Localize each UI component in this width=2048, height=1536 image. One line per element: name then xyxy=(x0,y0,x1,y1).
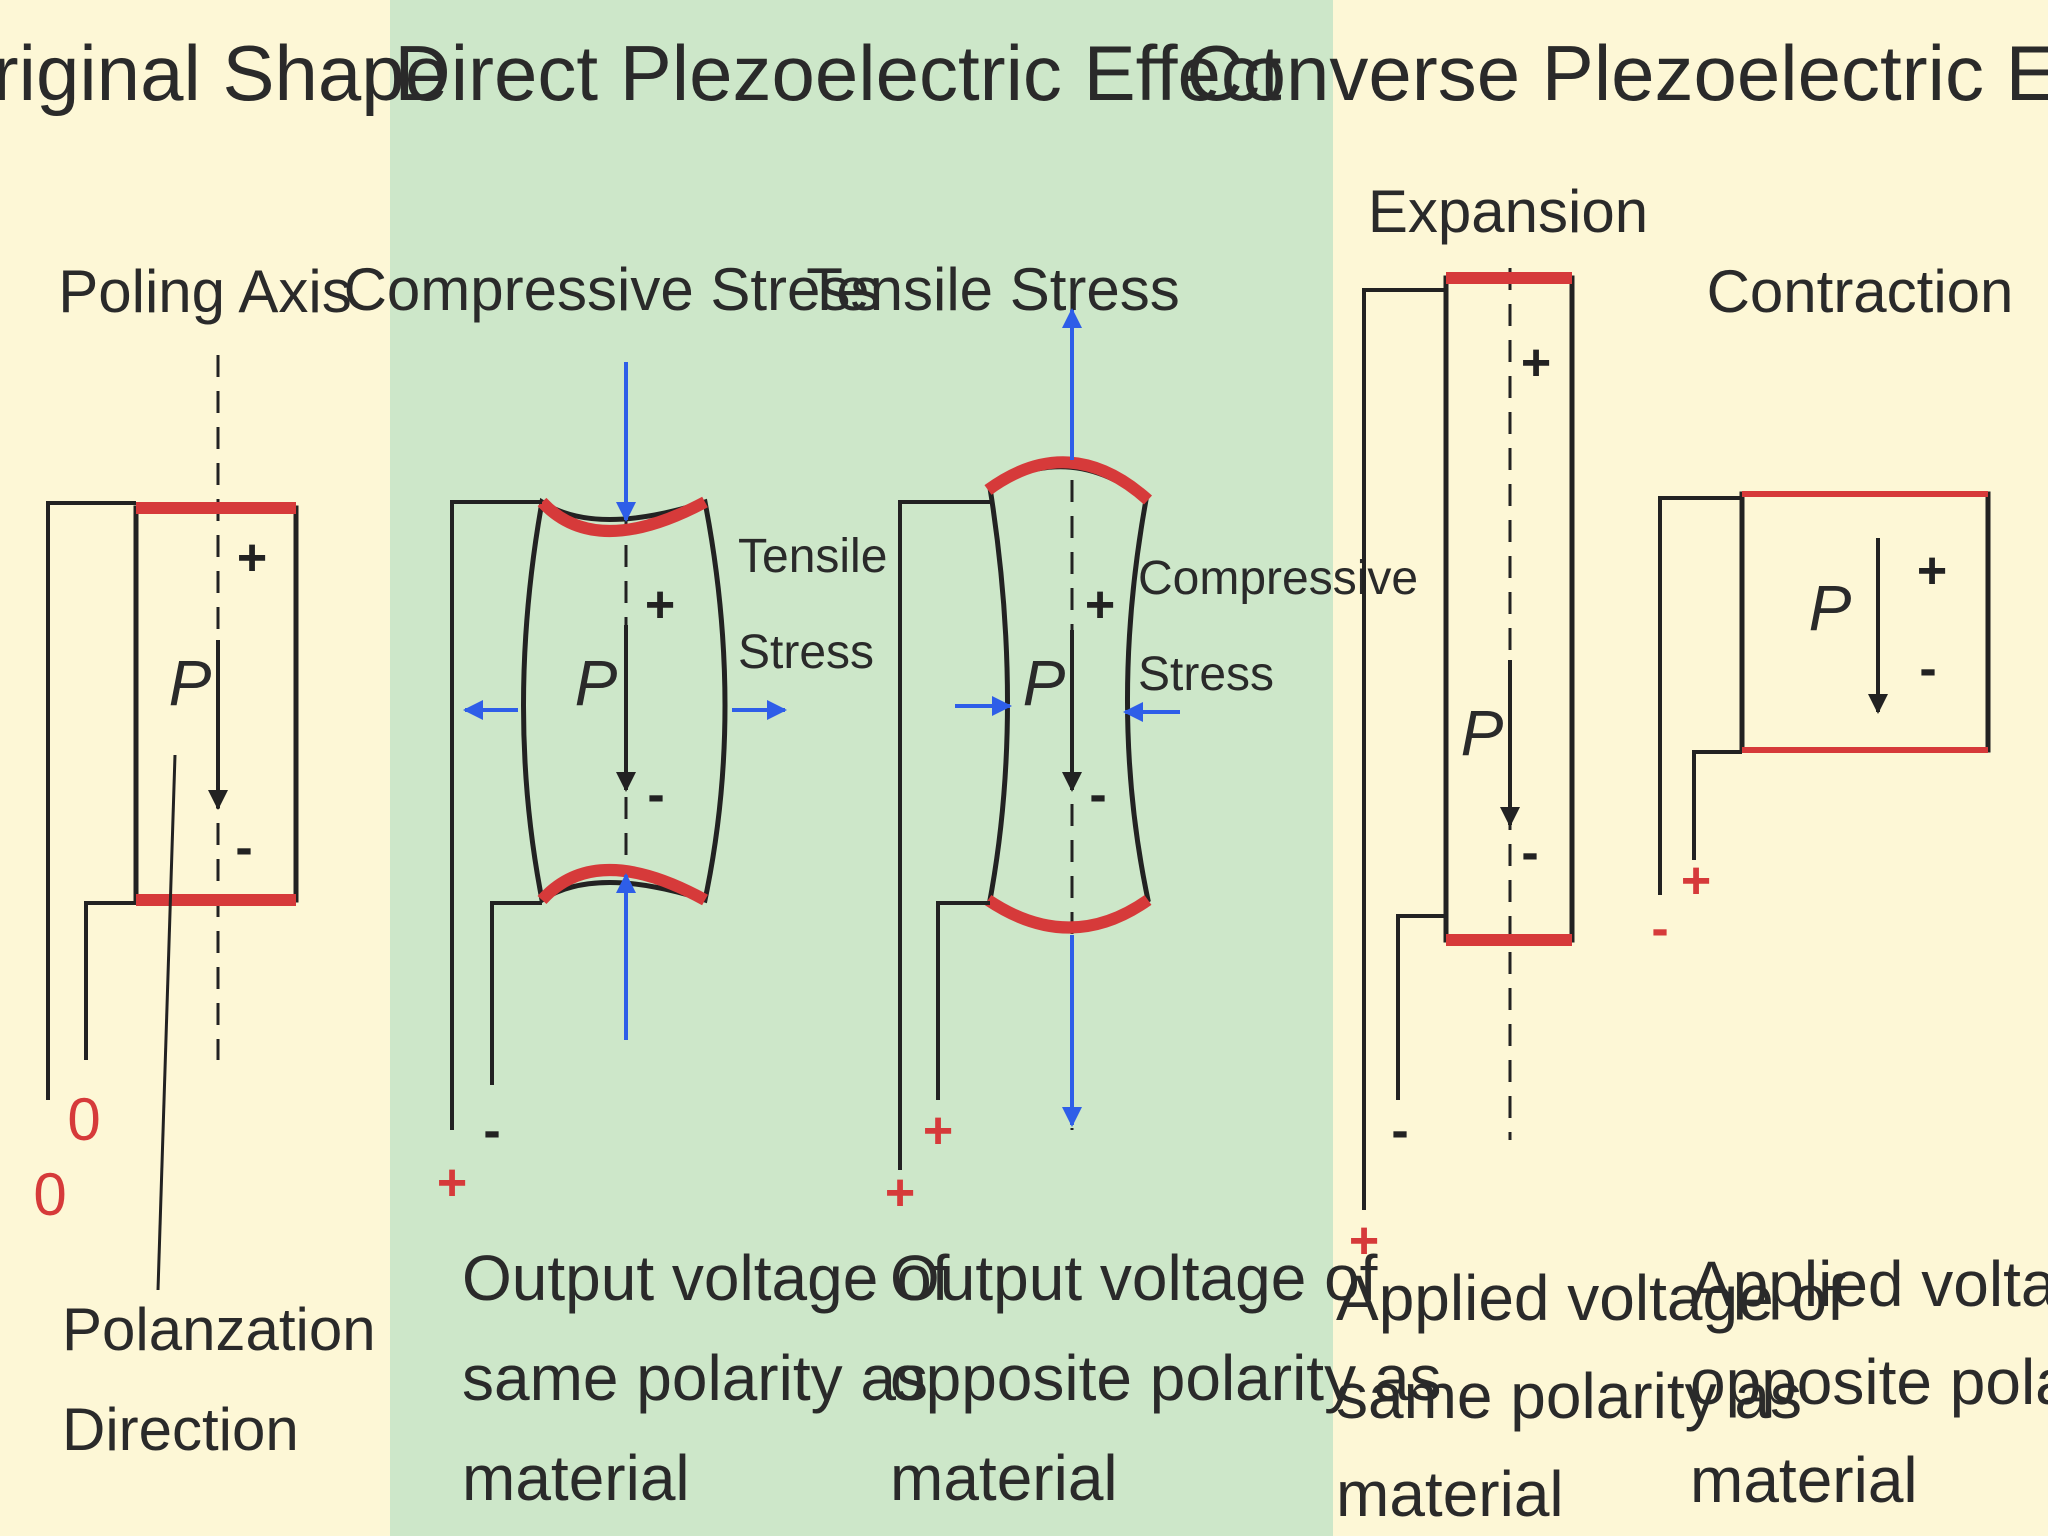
compressive-stress-figure: Compressive Stress P + - Tensile Stress … xyxy=(344,256,950,1514)
tensile-bottom-electrode xyxy=(984,895,1152,934)
contraction-p-label: P xyxy=(1809,572,1852,644)
expansion-minus: - xyxy=(1521,824,1538,882)
original-panel-bg xyxy=(0,0,390,1536)
compressive-terminal-minus: - xyxy=(483,1102,500,1160)
polarization-pointer-line xyxy=(156,754,177,1291)
original-wire-top xyxy=(46,501,136,1100)
compressive-caption-1: Output voltage of xyxy=(462,1242,950,1314)
compressive-caption-3: material xyxy=(462,1442,690,1514)
compressive-side-label-1: Tensile xyxy=(738,530,887,583)
original-minus: - xyxy=(235,819,252,877)
compressive-wire-top xyxy=(450,500,542,1130)
contraction-wire-bottom xyxy=(1692,750,1742,860)
contraction-plus: + xyxy=(1917,542,1947,600)
tensile-caption-2: opposite polarity as xyxy=(890,1342,1441,1414)
contraction-title: Contraction xyxy=(1707,258,2014,325)
contraction-figure: Contraction P + - + - Applied voltage of… xyxy=(1651,258,2048,1516)
contraction-caption-1: Applied voltage of xyxy=(1690,1248,2048,1320)
tensile-plus: + xyxy=(1085,576,1115,634)
tensile-terminal-plus: + xyxy=(885,1164,915,1222)
tensile-minus: - xyxy=(1089,766,1106,824)
original-terminal-1: 0 xyxy=(33,1161,66,1228)
contraction-wire-top xyxy=(1658,496,1742,895)
tensile-caption-1: Output voltage of xyxy=(890,1242,1378,1314)
original-plus: + xyxy=(237,529,267,587)
poling-axis-label: Poling Axis xyxy=(58,258,352,325)
contraction-minus: - xyxy=(1919,640,1936,698)
tensile-terminal-second: + xyxy=(923,1102,953,1160)
polarization-label-line2: Direction xyxy=(62,1396,299,1463)
contraction-terminal-plus: + xyxy=(1681,852,1711,910)
converse-effect-section: Converse Plezoelectric Effect Expansion … xyxy=(1186,29,2048,1530)
expansion-plus: + xyxy=(1521,334,1551,392)
compressive-bottom-electrode xyxy=(537,864,708,906)
tensile-wire-top xyxy=(898,500,990,1170)
polarization-label-line1: Polanzation xyxy=(62,1296,376,1363)
direct-panel-bg xyxy=(390,0,1333,1536)
compressive-plus: + xyxy=(645,576,675,634)
expansion-p-label: P xyxy=(1461,697,1504,769)
tensile-top-electrode xyxy=(984,456,1153,505)
original-wire-bottom xyxy=(84,901,136,1060)
contraction-caption-2: opposite polarity as xyxy=(1690,1346,2048,1418)
tensile-caption-3: material xyxy=(890,1442,1118,1514)
compressive-side-label-2: Stress xyxy=(738,626,874,679)
converse-title: Converse Plezoelectric Effect xyxy=(1186,29,2048,117)
converse-panel-bg xyxy=(1333,0,2048,1536)
tensile-p-label: P xyxy=(1023,647,1066,719)
original-title: Original Shape xyxy=(0,29,448,117)
original-shape-section: Original Shape Poling Axis P + - 0 0 Pol… xyxy=(0,29,448,1463)
direct-effect-section: Direct Plezoelectric Effect Compressive … xyxy=(344,29,1442,1514)
expansion-terminal-minus: - xyxy=(1391,1102,1408,1160)
compressive-p-label: P xyxy=(575,647,618,719)
original-p-label: P xyxy=(169,647,212,719)
expansion-title: Expansion xyxy=(1368,178,1648,245)
tensile-wire-bottom xyxy=(936,901,990,1100)
tensile-side-label-2: Stress xyxy=(1138,648,1274,701)
tensile-stress-figure: Tensile Stress P + - Compressive Stress … xyxy=(806,256,1441,1514)
expansion-caption-3: material xyxy=(1336,1458,1564,1530)
expansion-wire-top xyxy=(1362,288,1446,1210)
compressive-top-electrode xyxy=(537,496,708,537)
expansion-figure: Expansion P + - - + Applied voltage of s… xyxy=(1336,178,1845,1530)
expansion-caption-2: same polarity as xyxy=(1336,1360,1802,1432)
contraction-terminal-minus: - xyxy=(1651,900,1668,958)
expansion-wire-bottom xyxy=(1396,914,1446,1100)
compressive-terminal-plus: + xyxy=(437,1154,467,1212)
compressive-wire-bottom xyxy=(490,901,542,1085)
tensile-side-label-1: Compressive xyxy=(1138,552,1418,605)
compressive-caption-2: same polarity as xyxy=(462,1342,928,1414)
compressive-title: Compressive Stress xyxy=(344,256,881,323)
expansion-caption-1: Applied voltage of xyxy=(1336,1262,1845,1334)
compressive-minus: - xyxy=(647,766,664,824)
direct-title: Direct Plezoelectric Effect xyxy=(394,29,1282,117)
expansion-terminal-plus: + xyxy=(1349,1212,1379,1270)
tensile-title: Tensile Stress xyxy=(806,256,1179,323)
contraction-caption-3: material xyxy=(1690,1444,1918,1516)
original-terminal-2: 0 xyxy=(67,1086,100,1153)
